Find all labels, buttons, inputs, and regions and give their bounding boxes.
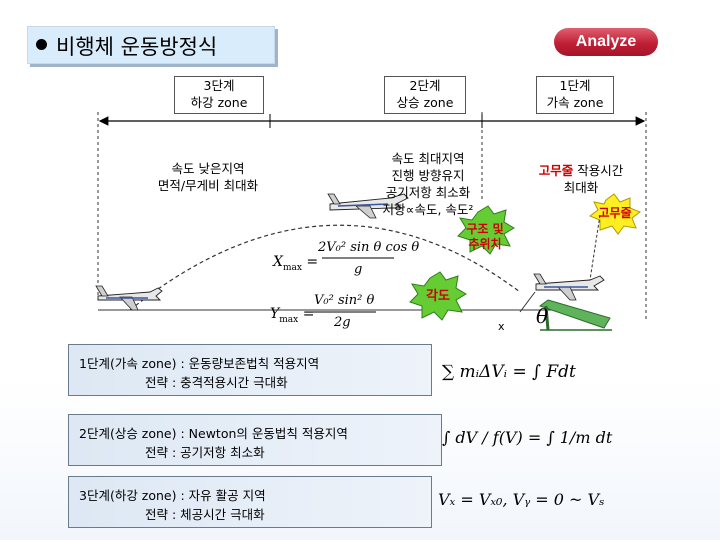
- rubber-note: 고무줄 작용시간 최대화: [516, 162, 646, 196]
- stage-box-1: 1단계(가속 zone) : 운동량보존법칙 적용지역 전략 : 충격적용시간 …: [68, 344, 432, 396]
- ymax-denominator: 2g: [334, 315, 351, 330]
- zone-box-descent: 3단계 하강 zone: [174, 76, 264, 114]
- stage-3-line1: 3단계(하강 zone) : 자유 활공 지역: [79, 488, 266, 503]
- descent-note: 속도 낮은지역 면적/무게비 최대화: [146, 160, 270, 194]
- burst-rubber-label: 고무줄: [598, 206, 632, 220]
- burst-structure: [457, 205, 515, 255]
- zone-box-ascent: 2단계 상승 zone: [384, 76, 466, 114]
- ymax-lhs: Ymax =: [270, 306, 314, 325]
- stage-box-2: 2단계(상승 zone) : Newton의 운동법칙 적용지역 전략 : 공기…: [68, 414, 442, 466]
- burst-angle-label: 각도: [426, 289, 450, 304]
- rubber-note-rest: 작용시간: [573, 163, 624, 178]
- burst-structure-line1: 구조 및: [466, 222, 504, 236]
- peak-note-line4: 저항∝속도, 속도²: [382, 202, 474, 217]
- burst-angle: [409, 271, 467, 321]
- airplane-icon-middle: [327, 193, 409, 219]
- descent-note-line2: 면적/무게비 최대화: [157, 178, 259, 193]
- xmax-numerator: 2V₀² sin θ cos θ: [318, 240, 420, 255]
- xmax-lhs: Xmax =: [273, 254, 318, 273]
- peak-note: 속도 최대지역 진행 방향유지 공기저항 최소화 저항∝속도, 속도²: [366, 150, 490, 218]
- launcher-post: [544, 305, 550, 331]
- stage-box-3: 3단계(하강 zone) : 자유 활공 지역 전략 : 체공시간 극대화: [68, 476, 432, 528]
- burst-rubber: [588, 193, 642, 235]
- stage-1-line2: 전략 : 충격적용시간 극대화: [145, 375, 288, 390]
- theta-symbol: θ: [536, 304, 549, 328]
- rubber-pointer: [589, 214, 601, 281]
- stage-1-line1: 1단계(가속 zone) : 운동량보존법칙 적용지역: [79, 356, 320, 371]
- zone-label-3-name: 하강 zone: [190, 95, 248, 110]
- title-box: 비행체 운동방정식: [27, 26, 275, 64]
- zone-label-3-step: 3단계: [203, 78, 235, 93]
- peak-note-line2: 진행 방향유지: [391, 168, 465, 183]
- zone-label-1-step: 1단계: [559, 78, 591, 93]
- equation-glide: Vₓ = Vₓ₀, Vᵧ = 0 ~ Vₛ: [438, 490, 605, 509]
- rubber-note-line2: 최대화: [563, 180, 599, 195]
- stage-3-line2: 전략 : 체공시간 극대화: [145, 507, 265, 522]
- trajectory-arc: [129, 224, 521, 311]
- zone-label-2-name: 상승 zone: [396, 95, 454, 110]
- bullet-icon: [36, 39, 47, 50]
- stage-2-line1: 2단계(상승 zone) : Newton의 운동법칙 적용지역: [79, 426, 348, 441]
- equation-newton: ∫ dV / f(V) = ∫ 1/m dt: [442, 428, 613, 447]
- ymax-numerator: V₀² sin² θ: [314, 293, 375, 308]
- ground-line-arrow: [519, 291, 536, 313]
- rubber-note-highlight: 고무줄: [538, 163, 574, 178]
- airplane-icon-left: [95, 285, 163, 311]
- peak-note-line3: 공기저항 최소화: [385, 185, 471, 200]
- stage-2-line2: 전략 : 공기저항 최소화: [145, 445, 265, 460]
- zone-label-1-name: 가속 zone: [546, 95, 604, 110]
- ymax-eq-sign: =: [302, 306, 315, 322]
- analyze-badge: Analyze: [554, 28, 658, 56]
- ymax-lhs-var: Y: [270, 306, 280, 322]
- x-axis-label: x: [498, 320, 505, 333]
- peak-note-line1: 속도 최대지역: [391, 151, 465, 166]
- burst-structure-line2: 추위치: [468, 237, 502, 251]
- zone-box-acceleration: 1단계 가속 zone: [536, 76, 614, 114]
- burst-structure-label: 구조 및 추위치: [458, 222, 512, 252]
- descent-note-line1: 속도 낮은지역: [171, 161, 245, 176]
- ymax-lhs-sub: max: [279, 314, 299, 325]
- xmax-denominator: g: [354, 262, 363, 277]
- xmax-lhs-var: X: [273, 254, 283, 270]
- equation-momentum: ∑ mᵢΔVᵢ = ∫ Fdt: [442, 362, 576, 382]
- airplane-icon-right: [533, 273, 605, 301]
- xmax-lhs-sub: max: [282, 262, 302, 273]
- xmax-eq-sign: =: [306, 254, 319, 270]
- launcher-ramp: [538, 299, 611, 329]
- page-title: 비행체 운동방정식: [56, 35, 218, 59]
- zone-label-2-step: 2단계: [409, 78, 441, 93]
